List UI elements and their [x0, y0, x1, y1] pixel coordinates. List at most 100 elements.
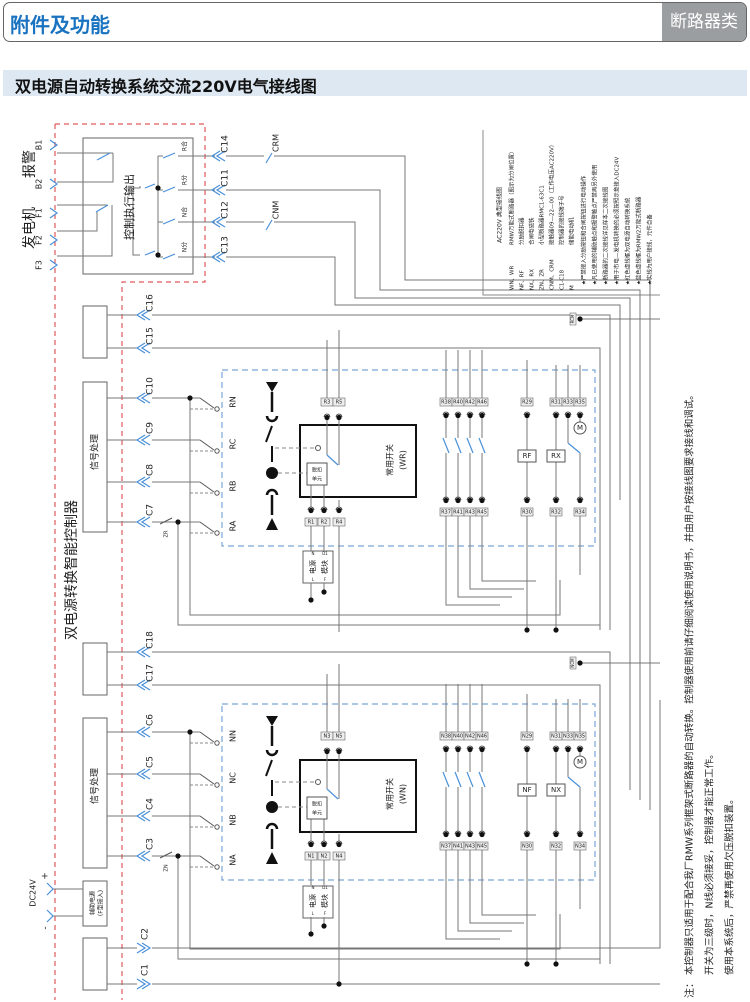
note-line: 本控制器只适用于配合我厂RMW系列框架式断路器的自动转换。控制器使用前请仔细阅读…: [684, 390, 696, 975]
wire: [457, 850, 512, 932]
terminal-x-bottom: [549, 507, 563, 517]
signal-block-r: [82, 381, 108, 533]
pin-icon: [466, 830, 474, 835]
motor-icon: [573, 421, 587, 435]
contact-icon: [96, 152, 111, 161]
pin-icon: [552, 496, 560, 501]
wires: [53, 152, 661, 985]
junction-dot: [479, 746, 485, 753]
wire: [132, 188, 140, 256]
aux-switch-icon: [326, 454, 339, 466]
aux-contact-icon: [478, 437, 486, 454]
wire: [152, 684, 601, 964]
pole-bottom-icon: [266, 518, 278, 530]
terminal-n4: [332, 851, 346, 861]
junction-dot: [321, 923, 327, 929]
terminal-ring-icon: [214, 406, 220, 412]
legend-code: NF、RF: [520, 270, 526, 290]
legend-note: ★红色虚线框为双电源自动转换系统: [624, 197, 632, 285]
junction-dot: [336, 507, 342, 514]
mcb-label: ZN: [164, 864, 170, 871]
pin-icon: [523, 496, 531, 501]
aux-contact-icon: [454, 771, 462, 788]
connector-icon: [49, 178, 59, 190]
junction-dot: [443, 497, 449, 504]
pole-contact-icon: [265, 392, 279, 423]
legend-title: AC220V 典型接线图: [496, 187, 504, 243]
wire: [274, 221, 631, 790]
terminal-ring-icon: [214, 782, 220, 788]
legend-note: ★断路器的二次接线详见样本二次接线图: [602, 186, 610, 285]
junction-dot: [455, 497, 461, 504]
legend-frame: [482, 130, 660, 296]
relay-contact-icon: [144, 183, 156, 189]
junction-dot: [308, 597, 314, 603]
terminal-n45: [475, 841, 489, 851]
junction-dot: [524, 831, 530, 838]
legend-desc: 控制器的接线端子号: [558, 195, 566, 245]
terminal-n2: N2: [321, 854, 328, 860]
terminal-r1: [304, 517, 318, 527]
ncm-label: NCM: [570, 658, 575, 668]
relay-box-n: [82, 642, 108, 696]
terminal-c5: C5: [146, 756, 156, 768]
terminal-f-top: R29: [522, 400, 532, 406]
pin-icon: [335, 747, 343, 752]
switch-label: 常用开关: [385, 444, 395, 476]
terminal-r2: R2: [321, 520, 328, 526]
pole-switch-icon: [265, 425, 273, 462]
terminal-n46: N46: [477, 734, 487, 740]
terminal-c11: C11: [221, 169, 231, 187]
terminal-r37: R37: [441, 510, 451, 516]
legend-code: NX、RX: [530, 269, 536, 290]
pin-icon: [552, 411, 560, 416]
connector-icon: [46, 882, 54, 896]
junction-dot: [443, 746, 449, 753]
breaker-n-frame: [221, 703, 596, 881]
terminal-n42: N42: [465, 734, 475, 740]
junction-dot: [324, 748, 330, 755]
wire: [189, 398, 561, 616]
legend-note: ★严禁接入分励按钮和合闸按钮进行电动操作: [580, 175, 588, 285]
junction-dot: [553, 497, 559, 504]
terminal-n37: N37: [441, 844, 451, 850]
terminal-n3: N3: [324, 734, 331, 740]
output-block-label: 控制执行输出: [122, 174, 136, 240]
junction-dot: [524, 746, 530, 753]
terminal-r40: R40: [453, 400, 463, 406]
connector-icon: [210, 251, 226, 263]
pin-icon: [323, 747, 331, 752]
terminal-r46: [475, 397, 489, 407]
pin-icon: [335, 506, 343, 511]
pin-icon: [454, 830, 462, 835]
terminal-n38: N38: [441, 734, 451, 740]
limit-switch-icon: [567, 442, 581, 454]
wire: [152, 700, 661, 949]
terminal-n1: [304, 851, 318, 861]
terminal-f1: F1: [35, 208, 44, 218]
switch-label: (WR): [399, 450, 408, 470]
pole-switch-icon: [265, 759, 273, 796]
terminal-ring-icon: [214, 864, 220, 870]
junction-dot: [577, 660, 583, 666]
terminal-c9: C9: [146, 422, 156, 434]
mcb-icon: [159, 517, 173, 525]
out-contact-label: R分: [181, 175, 189, 185]
connector-icon: [135, 342, 151, 354]
terminal-n45: N45: [477, 844, 487, 850]
trip-unit-box: [306, 462, 328, 486]
junction-dot: [175, 853, 181, 859]
terminal-n33: N33: [563, 734, 573, 740]
aux-contact-icon: [442, 771, 450, 788]
minus-label: -: [41, 926, 51, 929]
pin-icon: [576, 411, 584, 416]
shunt-coil-box: [517, 449, 537, 463]
junction-dot: [553, 961, 559, 967]
junction-dot: [321, 589, 327, 595]
junction-dot: [187, 395, 193, 401]
pin-icon: [478, 745, 486, 750]
legend-desc: 储能电动机: [568, 217, 576, 245]
junction-dot: [524, 412, 530, 419]
pin-icon: [478, 411, 486, 416]
